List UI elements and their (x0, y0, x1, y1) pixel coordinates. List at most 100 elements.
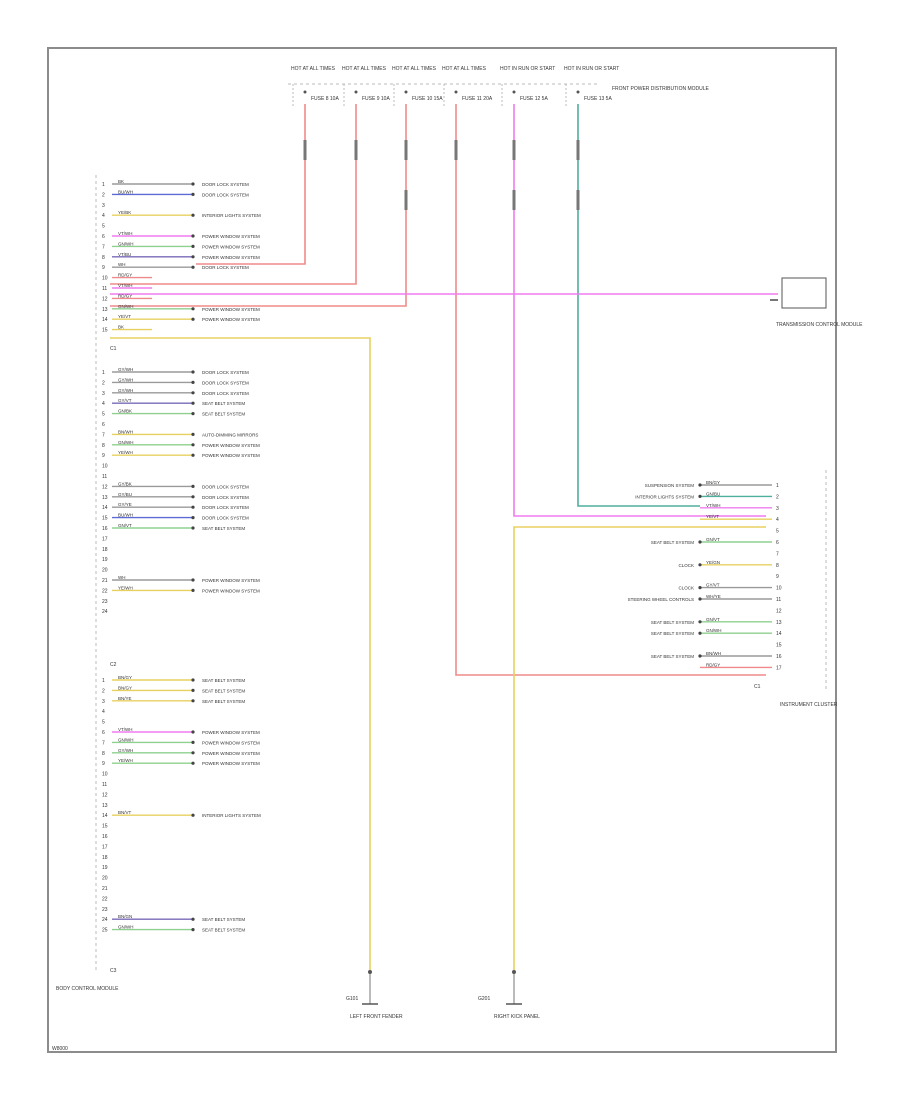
inline-connector-6 (512, 190, 516, 210)
g1-row-0-pin: 1 (102, 370, 105, 376)
ground-left: G101 LEFT FRONT FENDER (346, 970, 403, 1020)
g1-row-5-pin: 6 (102, 422, 105, 428)
g2-row-1-pin: 2 (102, 688, 105, 694)
g2-row-2-dest: SEAT BELT SYSTEM (202, 699, 245, 704)
ic-row-2-wire-code: VT/WH (706, 503, 721, 508)
g0-row-11-wire-code: RD/GY (118, 293, 132, 298)
g0-row-7-wire-code: VT/BU (118, 252, 131, 257)
g1-row-4-wire-code: GN/BK (118, 409, 132, 414)
g1-row-14-pin: 15 (102, 516, 108, 522)
g1-row-21-dest: POWER WINDOW SYSTEM (202, 588, 260, 593)
g1-row-8-pin: 9 (102, 453, 105, 459)
ic-row-0-wire-code: BN/GY (706, 480, 720, 485)
g0-row-3-dest: INTERIOR LIGHTS SYSTEM (202, 213, 261, 218)
g1-row-3-arrow (191, 401, 195, 405)
ic-row-5-arrow (698, 540, 702, 544)
g1-row-15-arrow (191, 526, 195, 530)
ic-row-1-wire-code: GN/BU (706, 491, 720, 496)
g1-row-21-arrow (191, 588, 195, 593)
ic-row-10-pin: 11 (776, 597, 781, 603)
fuse-node-1 (354, 90, 358, 94)
g0-row-5-wire-code: VT/WH (118, 231, 133, 236)
g1-row-7-arrow (191, 443, 195, 447)
g0-row-12-arrow (191, 307, 195, 311)
g2-row-24-wire-code: GN/WH (118, 925, 134, 930)
g2-row-21-pin: 22 (102, 896, 108, 902)
transmission-control-module-label: TRANSMISSION CONTROL MODULE (776, 322, 863, 328)
ic-row-3-pin: 4 (776, 517, 779, 523)
ic-row-10-arrow (698, 597, 702, 601)
g2-row-0-dest: SEAT BELT SYSTEM (202, 678, 245, 683)
g0-row-9-wire-code: RD/GY (118, 273, 132, 278)
g2-row-5-arrow (191, 730, 195, 734)
inline-connector-5 (512, 140, 516, 160)
g1-row-19-pin: 20 (102, 568, 108, 574)
wire-fuse12 (513, 104, 766, 517)
fuse-node-2 (404, 90, 408, 94)
sheet-id: W8000 (52, 1046, 68, 1052)
g0-row-0-dest: DOOR LOCK SYSTEM (202, 182, 249, 187)
g1-row-21-pin: 22 (102, 588, 108, 594)
fuse-label-2: HOT AT ALL TIMES (392, 66, 437, 72)
fuse-label-5: HOT IN RUN OR START (564, 66, 619, 72)
ground-left-label: LEFT FRONT FENDER (350, 1014, 403, 1020)
g2-row-1-wire-code: BN/GY (118, 685, 132, 690)
g1-row-0-arrow (191, 370, 195, 374)
g0-row-5-arrow (191, 234, 195, 238)
g2-row-7-dest: POWER WINDOW SYSTEM (202, 751, 260, 756)
g1-row-20-wire-code: WH (118, 575, 126, 580)
fuse-label-4: HOT IN RUN OR START (500, 66, 555, 72)
g2-row-2-wire-code: BN/YE (118, 696, 132, 701)
ic-row-0-pin: 1 (776, 483, 779, 489)
g2-row-20-pin: 21 (102, 886, 108, 892)
g2-row-16-pin: 17 (102, 844, 108, 850)
g2-row-13-arrow (191, 813, 195, 817)
g1-row-2-pin: 3 (102, 391, 105, 397)
g1-row-14-wire-code: BU/WH (118, 513, 133, 518)
g0-row-10-wire-code: VT/WH (118, 283, 133, 288)
g2-row-11-pin: 12 (102, 792, 108, 798)
g2-row-5-dest: POWER WINDOW SYSTEM (202, 730, 260, 735)
g0-row-8-pin: 9 (102, 265, 105, 271)
g1-row-22-pin: 23 (102, 599, 108, 605)
fuse-label-3: HOT AT ALL TIMES (442, 66, 487, 72)
g0-row-13-arrow (191, 317, 195, 321)
g0-row-8-wire-code: WH (118, 262, 126, 267)
ic-row-7-arrow (698, 563, 702, 567)
g1-row-20-pin: 21 (102, 578, 108, 584)
g1-row-14-dest: DOOR LOCK SYSTEM (202, 516, 249, 521)
inline-connector-7 (576, 140, 580, 160)
g1-row-2-dest: DOOR LOCK SYSTEM (202, 391, 249, 396)
ic-row-16-wire-code: RD/GY (706, 662, 720, 667)
ic-row-12-dest: SEAT BELT SYSTEM (651, 620, 694, 625)
g0-row-11-pin: 12 (102, 296, 108, 302)
g1-row-11-arrow (191, 484, 195, 488)
g1-row-12-wire-code: GY/BU (118, 492, 132, 497)
ic-row-11-pin: 12 (776, 608, 782, 614)
ic-row-8-pin: 9 (776, 574, 779, 580)
ic-row-9-dest: CLOCK (678, 586, 694, 591)
fuse-rating-4: FUSE 12 5A (520, 96, 548, 102)
g1-row-11-wire-code: GY/BK (118, 481, 132, 486)
g1-row-6-dest: AUTO-DIMMING MIRRORS (202, 432, 258, 437)
g2-row-8-wire-code: YE/WH (118, 758, 133, 763)
g2-row-8-pin: 9 (102, 761, 105, 767)
g2-row-22-pin: 23 (102, 907, 108, 913)
ic-row-16-pin: 17 (776, 665, 782, 671)
g2-row-10-pin: 11 (102, 782, 107, 788)
g2-row-12-pin: 13 (102, 803, 108, 809)
ground-right-name: G201 (478, 996, 490, 1002)
g1-row-9-pin: 10 (102, 464, 108, 470)
ic-row-4-pin: 5 (776, 529, 779, 535)
g2-row-5-wire-code: VT/WH (118, 727, 133, 732)
ic-row-1-arrow (698, 494, 702, 498)
g1-row-3-pin: 4 (102, 401, 105, 407)
fuse-rating-2: FUSE 10 15A (412, 96, 443, 102)
g1-row-15-dest: SEAT BELT SYSTEM (202, 526, 245, 531)
transmission-control-module-box (781, 277, 827, 309)
g0-row-6-pin: 7 (102, 244, 105, 250)
ic-row-3-wire-code: YE/VT (706, 514, 719, 519)
